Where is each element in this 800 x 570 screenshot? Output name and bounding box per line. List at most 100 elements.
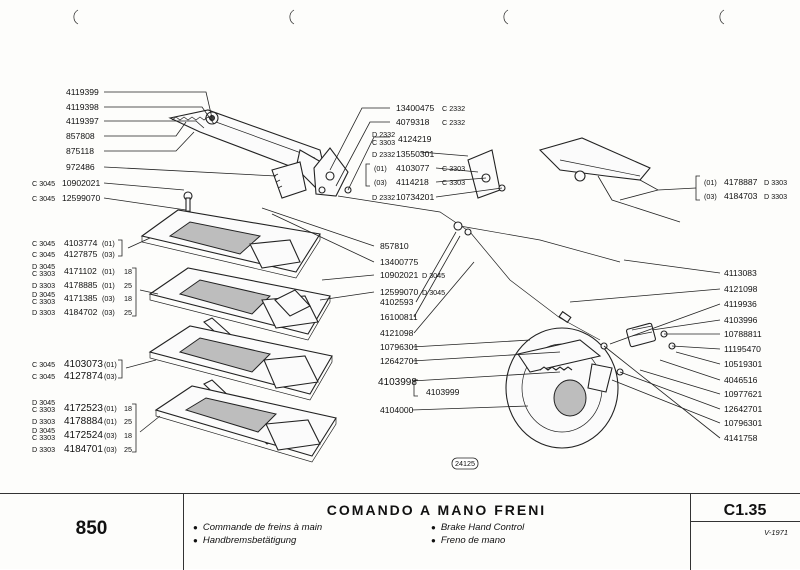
labels-lever-variant-3: C 3045 4103073 (01) C 3045 4127874 (03) (32, 359, 117, 382)
ratio: 18 (124, 267, 132, 276)
code: D 3303 (32, 308, 55, 317)
translation-it-text: Freno de mano (440, 535, 506, 546)
series: (03) (704, 192, 717, 201)
code: D 3045 (422, 271, 445, 280)
ratio: 18 (124, 294, 132, 303)
leader-lines-right (569, 259, 721, 439)
code: D 3303 (32, 281, 55, 290)
series: (01) (104, 404, 117, 413)
label-4046516: 4046516 (724, 375, 758, 385)
label-10977621: 10977621 (724, 389, 762, 399)
label-4171385: 4171385 (64, 293, 98, 303)
labels-middle: 857810 13400775 10902021 D 3045 12599070… (378, 241, 460, 415)
label-4124219: 4124219 (398, 134, 432, 144)
ratio: 18 (124, 404, 132, 413)
code: C 3303 (442, 164, 465, 173)
title-block: 850 COMANDO A MANO FRENI ●Commande de fr… (0, 493, 800, 570)
label-4103077: 4103077 (396, 163, 430, 173)
leader-lines-middle (261, 207, 561, 411)
series: (01) (104, 360, 117, 369)
label-12642701: 12642701 (380, 356, 418, 366)
label-4184703: 4184703 (724, 191, 758, 201)
upper-hand-lever (168, 109, 339, 191)
label-10788811: 10788811 (724, 329, 762, 339)
code: D 3303 (764, 178, 787, 187)
model-cell: 850 (0, 494, 184, 570)
ratio: 25 (124, 281, 132, 290)
label-4119399: 4119399 (66, 87, 99, 97)
label-10796301: 10796301 (380, 342, 418, 352)
series: (03) (104, 372, 117, 381)
label-4113083: 4113083 (724, 268, 757, 278)
label-857808: 857808 (66, 131, 95, 141)
code: C 3045 (32, 239, 55, 248)
labels-top-center: 13400475 C 2332 4079318 C 2332 D 2332 C … (372, 103, 465, 202)
code: C 3303 (442, 178, 465, 187)
label-4103774: 4103774 (64, 238, 98, 248)
label-4121098: 4121098 (380, 328, 414, 338)
label-4172524: 4172524 (64, 430, 103, 441)
label-13400475: 13400475 (396, 103, 434, 113)
code-cell: C1.35 V-1971 (690, 494, 800, 570)
translation-en: ●Brake Hand Control (431, 522, 525, 533)
label-4178887: 4178887 (724, 177, 758, 187)
label-4184701: 4184701 (64, 444, 103, 455)
label-10796301: 10796301 (724, 418, 762, 428)
code: C 2332 (442, 104, 465, 113)
labels-right-column: 4113083 4121098 4119936 4103996 10788811… (724, 268, 762, 443)
leader-lines-top-center (329, 107, 503, 198)
brake-cable (337, 195, 621, 341)
label-4119398: 4119398 (66, 102, 99, 112)
series: (01) (704, 178, 717, 187)
label-4119936: 4119936 (724, 299, 757, 309)
figure-number: 24125 (455, 459, 475, 468)
code: C 3045 (32, 360, 55, 369)
brake-backing-plate (505, 327, 619, 449)
label-4127875: 4127875 (64, 249, 98, 259)
series: (03) (102, 308, 115, 317)
code: D 3045 (32, 290, 55, 299)
translation-fr-text: Commande de freins à main (202, 522, 323, 533)
code: D 2332 (372, 130, 395, 139)
code: C 3303 (372, 138, 395, 147)
labels-lever-variant-4: D 3045 C 3303 4172523 (01) 18 D 3303 417… (32, 398, 132, 455)
label-12599070: 12599070 (380, 287, 418, 297)
code: D 2332 (372, 150, 395, 159)
translation-en-text: Brake Hand Control (440, 522, 525, 533)
binder-hole-marks (73, 9, 725, 25)
label-4114218: 4114218 (396, 177, 429, 187)
label-13550301: 13550301 (396, 149, 434, 159)
ratchet-spring (171, 116, 213, 121)
leader-lines-left (103, 91, 277, 211)
label-16100811: 16100811 (380, 312, 418, 322)
code: C 3303 (32, 297, 55, 306)
labels-lever-variant-2: D 3045 C 3303 4171102 (01) 18 D 3303 417… (32, 262, 132, 317)
sheet-code: C1.35 (723, 502, 767, 519)
cable-clevis-bracket (467, 149, 506, 199)
series: (03) (102, 250, 115, 259)
ratchet-sector (271, 161, 307, 199)
code: D 3045 (32, 398, 55, 407)
label-12599070: 12599070 (62, 193, 100, 203)
code: D 3045 (422, 288, 445, 297)
ratio: 18 (124, 431, 132, 440)
label-10902021: 10902021 (62, 178, 100, 188)
labels-left-column: 4119399 4119398 4119397 857808 875118 97… (32, 87, 100, 203)
lever-base-plate-1 (140, 209, 321, 279)
series: (01) (104, 417, 117, 426)
translation-fr: ●Commande de freins à main (193, 522, 323, 533)
label-4172523: 4172523 (64, 403, 103, 414)
label-4079318: 4079318 (396, 117, 430, 127)
label-875118: 875118 (66, 146, 94, 156)
series: (03) (104, 445, 117, 454)
label-4184702: 4184702 (64, 307, 98, 317)
ratio: 25 (124, 308, 132, 317)
label-4127874: 4127874 (64, 371, 103, 382)
code: C 2332 (442, 118, 465, 127)
label-4102593: 4102593 (380, 297, 414, 307)
series: (01) (102, 267, 115, 276)
title-cell: COMANDO A MANO FRENI ●Commande de freins… (183, 494, 691, 570)
lever-base-plate-4 (154, 379, 337, 463)
translation-de-text: Handbremsbetätigung (202, 535, 297, 546)
pivot-bracket (313, 147, 352, 197)
